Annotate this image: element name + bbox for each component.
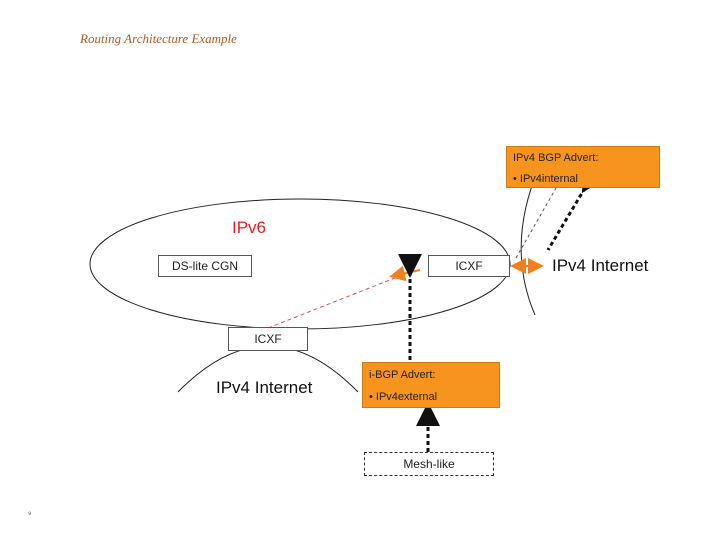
mesh-like-box: Mesh-like bbox=[364, 452, 494, 476]
ibgp-advert-box: i-BGP Advert: • IPv4external bbox=[362, 362, 500, 408]
ibgp-advert-heading: i-BGP Advert: bbox=[369, 369, 436, 381]
icxf-link-dashed bbox=[267, 271, 411, 329]
page-number: ⁹ bbox=[28, 510, 32, 519]
ipv4-internet-right-label: IPv4 Internet bbox=[552, 256, 649, 275]
ipv6-label: IPv6 bbox=[232, 218, 267, 237]
bgp-advert-heading: IPv4 BGP Advert: bbox=[513, 152, 599, 164]
bgp-advert-link bbox=[546, 166, 605, 251]
ibgp-advert-item: • IPv4external bbox=[369, 391, 438, 403]
orange-arrow-icxf bbox=[389, 265, 421, 282]
page-title: Routing Architecture Example bbox=[80, 31, 237, 46]
ipv4-internet-left-label: IPv4 Internet bbox=[216, 378, 313, 397]
dslite-cgn-box: DS-lite CGN bbox=[158, 255, 252, 277]
ipv4-bgp-advert-box: IPv4 BGP Advert: • IPv4internal bbox=[506, 146, 660, 188]
bgp-advert-item: • IPv4internal bbox=[513, 173, 578, 185]
icxf-bottom-box: ICXF bbox=[228, 327, 308, 351]
bgp-advert-thin-link bbox=[515, 187, 557, 259]
icxf-top-box: ICXF bbox=[428, 255, 510, 277]
